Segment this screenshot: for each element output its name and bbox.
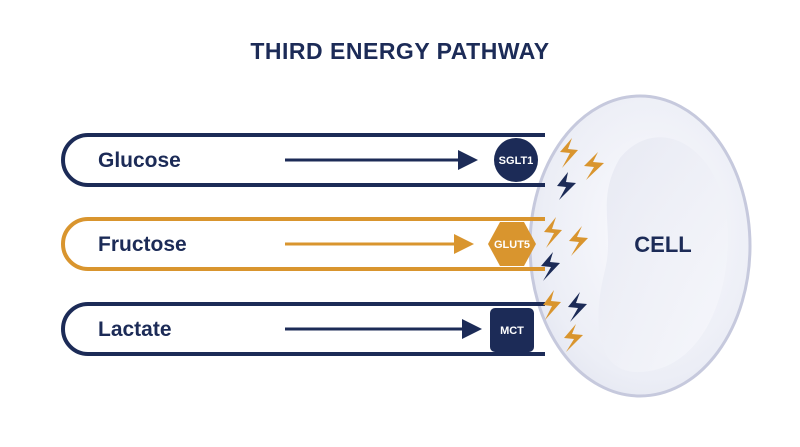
lightning-bolt-icon	[557, 172, 576, 200]
pathway-fructose: Fructose GLUT5	[61, 217, 545, 271]
pathway-track	[61, 217, 545, 271]
transporter-mct	[490, 308, 534, 352]
pathway-label: Glucose	[98, 149, 181, 172]
arrow-head-icon	[462, 319, 482, 339]
diagram-title: THIRD ENERGY PATHWAY	[250, 38, 550, 64]
pathway-label: Lactate	[98, 318, 172, 341]
lightning-bolt-icon	[544, 217, 562, 248]
energy-bolts	[541, 138, 604, 352]
cell-label: CELL	[634, 232, 691, 257]
transporter-glut5	[488, 222, 536, 266]
lightning-bolt-icon	[560, 138, 578, 168]
cell-nucleus-highlight	[598, 137, 729, 373]
pathway-lactate: Lactate MCT	[61, 302, 545, 356]
cell: CELL	[528, 94, 752, 398]
lightning-bolt-icon	[564, 324, 583, 352]
transporter-label: MCT	[500, 325, 524, 337]
pathway-label: Fructose	[98, 233, 187, 256]
transporter-label: GLUT5	[494, 239, 530, 251]
lightning-bolt-icon	[568, 292, 587, 322]
arrow-head-icon	[454, 234, 474, 254]
lightning-bolt-icon	[569, 226, 588, 256]
lightning-bolt-icon	[584, 152, 604, 180]
transporter-label: SGLT1	[499, 155, 534, 167]
pathway-track	[61, 133, 545, 187]
arrow-head-icon	[458, 150, 478, 170]
pathway-track	[61, 302, 545, 356]
lightning-bolt-icon	[543, 290, 561, 320]
transporter-sglt1	[494, 138, 538, 182]
pathway-glucose: Glucose SGLT1	[61, 133, 545, 187]
lightning-bolt-icon	[541, 252, 560, 281]
